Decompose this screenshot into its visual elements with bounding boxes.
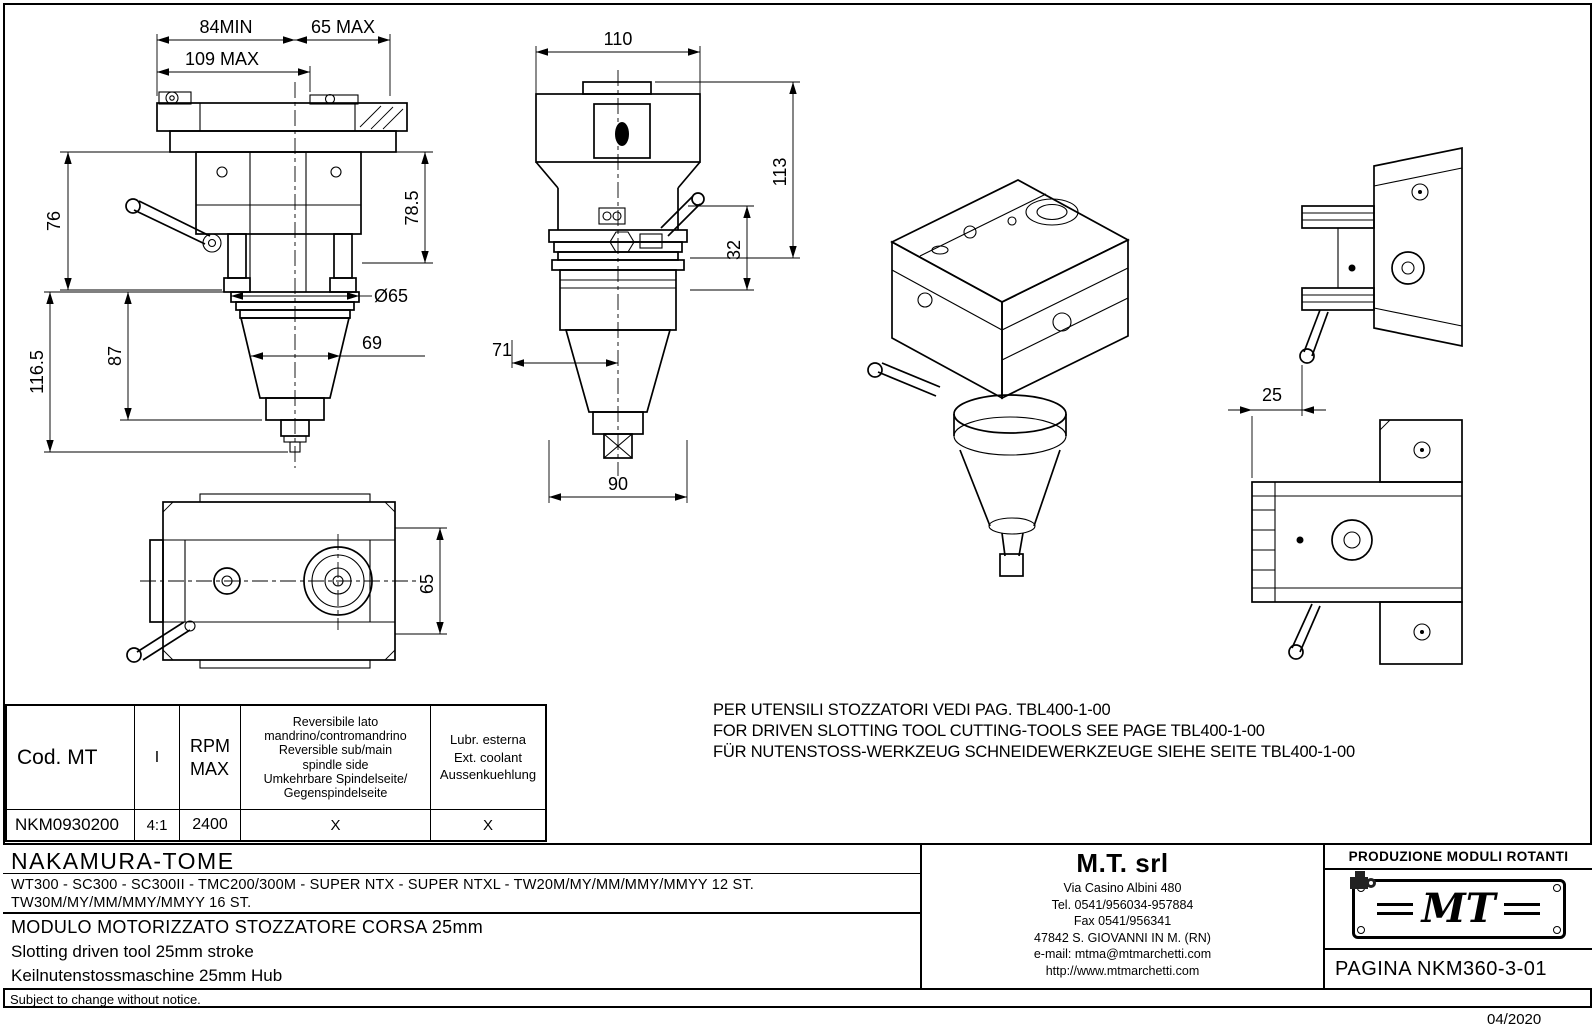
cell-ratio: 4:1 — [135, 810, 180, 840]
manufacturer-block: M.T. srl Via Casino Albini 480 Tel. 0541… — [920, 845, 1323, 988]
note-line-it: PER UTENSILI STOZZATORI VEDI PAG. TBL400… — [713, 701, 1111, 719]
revision-date: 04/2020 — [1487, 1011, 1542, 1028]
dim-32-label: 32 — [724, 240, 744, 260]
col-header-cod-mt: Cod. MT — [7, 706, 135, 810]
spindle-taper — [239, 317, 351, 399]
dim-69-label: 69 — [362, 333, 382, 353]
side-view: 110 113 32 71 90 — [492, 29, 800, 503]
description-german: Keilnutenstossmaschine 25mm Hub — [11, 966, 283, 985]
dim-dia65-label: Ø65 — [374, 286, 408, 306]
company-fax: Fax 0541/956341 — [1073, 914, 1172, 928]
col-header-lubrication: Lubr. esterna Ext. coolant Aussenkuehlun… — [431, 706, 545, 810]
tool-tip — [999, 553, 1024, 577]
machine-models: WT300 - SC300 - SC300II - TMC200/300M - … — [3, 874, 920, 914]
cell-reversible: X — [241, 810, 431, 840]
col-header-ratio: I — [135, 706, 180, 810]
dim-116-5-label: 116.5 — [27, 350, 47, 394]
dim-78-5-label: 78.5 — [402, 190, 422, 225]
col-header-reversible: Reversibile lato mandrino/contromandrino… — [241, 706, 431, 810]
title-block-left: NAKAMURA-TOME WT300 - SC300 - SC300II - … — [3, 845, 920, 988]
logo-bolt-icon — [1552, 926, 1561, 934]
logo-area: MT — [1325, 870, 1592, 948]
dim-84min-label: 84MIN — [199, 17, 252, 37]
dim-65max-label: 65 MAX — [311, 17, 375, 37]
note-line-de: FÜR NUTENSTOSS-WERKZEUG SCHNEIDEWERKZEUG… — [713, 743, 1355, 761]
description-italian: MODULO MOTORIZZATO STOZZATORE CORSA 25mm — [11, 917, 484, 937]
spec-table: Cod. MT I RPM MAX Reversibile lato mandr… — [5, 704, 547, 842]
col-header-rpm-max: RPM MAX — [180, 706, 241, 810]
mt-logo: MT — [1349, 871, 1566, 939]
mt-logo-machine-glyph-icon — [1347, 868, 1377, 899]
lever-knob — [1288, 644, 1304, 660]
tooling-notes: PER UTENSILI STOZZATORI VEDI PAG. TBL400… — [713, 700, 1355, 763]
logo-right-bar — [1503, 903, 1540, 915]
keyhole — [615, 122, 629, 146]
isometric-view — [867, 179, 1130, 577]
logo-text: MT — [1421, 885, 1496, 932]
machine-models-line1: WT300 - SC300 - SC300II - TMC200/300M - … — [11, 877, 755, 893]
top-view: 65 — [126, 493, 447, 669]
dim-87-label: 87 — [105, 346, 125, 366]
lever-knob — [691, 192, 705, 206]
title-block: NAKAMURA-TOME WT300 - SC300 - SC300II - … — [3, 843, 1592, 990]
dim-65-label: 65 — [417, 574, 437, 594]
machine-brand: NAKAMURA-TOME — [3, 845, 920, 874]
dim-109max-label: 109 MAX — [185, 49, 259, 69]
company-city: 47842 S. GIOVANNI IN M. (RN) — [1034, 930, 1211, 945]
technical-drawing: 84MIN 65 MAX 109 MAX 76 78.5 116.5 87 Ø6… — [27, 17, 1463, 669]
lever-knob — [126, 647, 142, 663]
cell-code: NKM0930200 — [7, 810, 135, 840]
company-phone: Tel. 0541/956034-957884 — [1051, 897, 1194, 912]
note-line-en: FOR DRIVEN SLOTTING TOOL CUTTING-TOOLS S… — [713, 722, 1265, 740]
machine-models-line2: TW30M/MY/MM/MMY/MMYY 16 ST. — [11, 895, 252, 911]
cell-lubrication: X — [482, 816, 493, 834]
logo-left-bar — [1377, 903, 1414, 915]
company-address-line: Via Casino Albini 480 — [1063, 881, 1182, 895]
profile-views: 25 — [1228, 146, 1463, 665]
front-view: 84MIN 65 MAX 109 MAX 76 78.5 116.5 87 Ø6… — [27, 17, 433, 468]
dim-76-label: 76 — [44, 211, 64, 231]
company-email: e-mail: mtma@mtmarchetti.com — [1033, 947, 1212, 961]
lever-knob — [867, 362, 883, 378]
spindle-taper — [564, 329, 672, 413]
description-english: Slotting driven tool 25mm stroke — [11, 942, 254, 961]
cell-rpm: 2400 — [180, 810, 241, 840]
logo-bolt-icon — [1552, 884, 1561, 892]
company-name: M.T. srl — [1076, 848, 1169, 878]
dim-110-label: 110 — [604, 29, 633, 49]
logo-bolt-icon — [1356, 926, 1365, 934]
page-number: PAGINA NKM360-3-01 — [1325, 948, 1592, 988]
lever-knob — [1299, 348, 1315, 364]
title-block-right: PRODUZIONE MODULI ROTANTI — [1323, 845, 1592, 988]
production-label: PRODUZIONE MODULI ROTANTI — [1325, 845, 1592, 870]
change-notice: Subject to change without notice. — [10, 992, 201, 1007]
dim-25-label: 25 — [1262, 385, 1282, 405]
dim-113-label: 113 — [770, 158, 790, 187]
dim-71-label: 71 — [492, 340, 512, 360]
dim-90-label: 90 — [608, 474, 628, 494]
company-website: http://www.mtmarchetti.com — [1045, 963, 1200, 978]
sheet-border — [3, 3, 1592, 1008]
lever-knob — [125, 198, 141, 214]
